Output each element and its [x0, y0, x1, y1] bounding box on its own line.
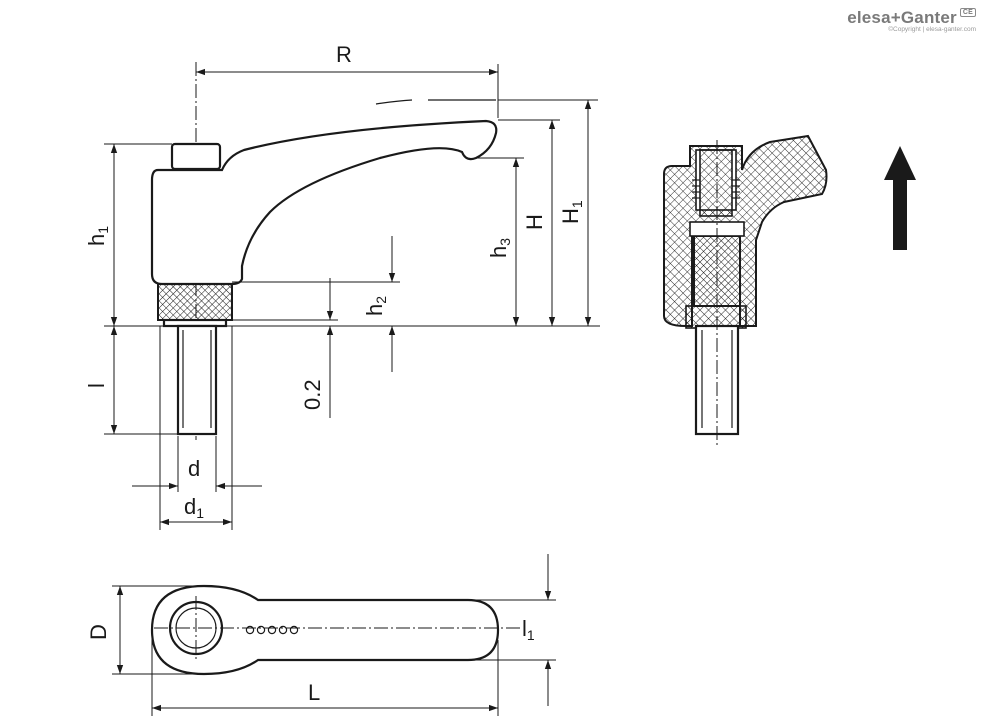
section-base [685, 305, 747, 329]
threaded-insert [699, 149, 733, 217]
side-view [150, 62, 498, 440]
label-l1: l1 [522, 616, 535, 643]
label-l: l [84, 383, 109, 388]
ce-mark: CE [959, 8, 976, 17]
section-view [663, 134, 828, 446]
dot-3 [267, 625, 277, 635]
label-D: D [86, 624, 111, 640]
knurled-collar [157, 283, 233, 321]
label-R: R [336, 42, 352, 67]
dot-1 [245, 625, 255, 635]
label-H: H [522, 214, 547, 230]
lever-top-outline [150, 584, 500, 676]
label-L: L [308, 680, 320, 705]
spring [692, 179, 740, 199]
dot-5 [289, 625, 299, 635]
label-h2: h2 [362, 296, 389, 316]
brand-copyright: ©Copyright | elesa-ganter.com [888, 26, 976, 33]
handle-cap [170, 142, 222, 171]
label-d: d [188, 456, 200, 481]
label-d1: d1 [184, 494, 204, 521]
lever-alt-position [375, 99, 413, 105]
section-body [663, 134, 828, 327]
top-view [150, 584, 520, 676]
dot-4 [278, 625, 288, 635]
side-dimensions: R h1 l d d1 h2 0.2 h3 [84, 42, 600, 530]
dot-2 [256, 625, 266, 635]
up-arrow-icon [884, 146, 916, 250]
label-H1: H1 [558, 200, 585, 224]
threaded-stud [176, 324, 218, 436]
label-h3: h3 [486, 238, 513, 258]
label-tol: 0.2 [300, 379, 325, 410]
top-dimensions: D L l1 [86, 554, 556, 716]
label-h1: h1 [84, 226, 111, 246]
